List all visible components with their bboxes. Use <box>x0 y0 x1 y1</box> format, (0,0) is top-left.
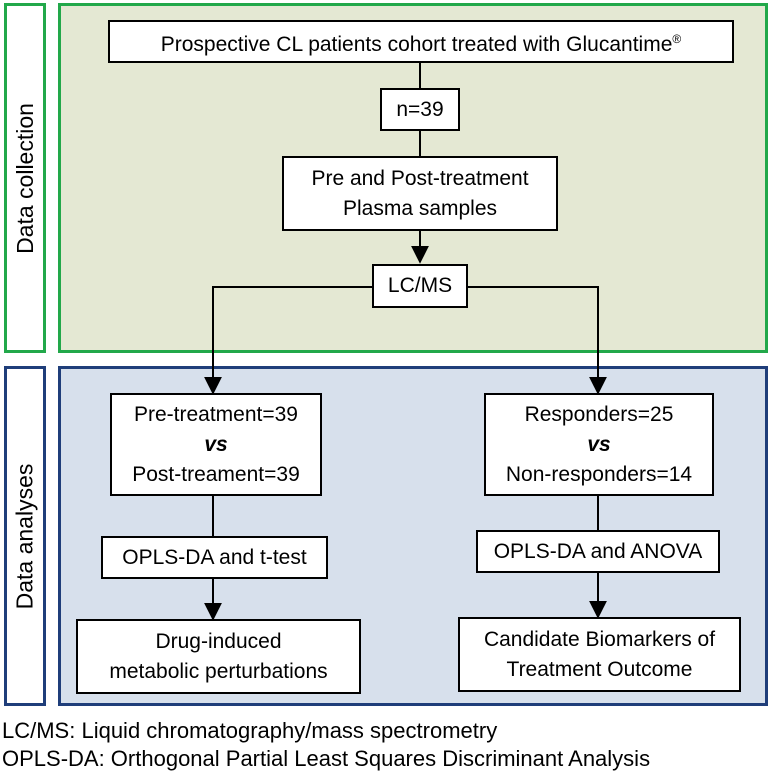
opls-anova-box: OPLS-DA and ANOVA <box>476 530 720 573</box>
plasma-samples-line-1: Pre and Post-treatment <box>311 166 529 190</box>
lcms-box: LC/MS <box>372 264 468 308</box>
pre-post-comparison-box: Pre-treatment=39 vs Post-treament=39 <box>110 393 322 496</box>
biomarkers-line-2: Treatment Outcome <box>506 657 693 681</box>
drug-induced-line-1: Drug-induced <box>155 629 282 653</box>
cohort-registered-mark: ® <box>672 31 682 46</box>
post-treatment-text: Post-treament=39 <box>132 462 300 486</box>
biomarkers-line-1: Candidate Biomarkers of <box>483 627 716 651</box>
legend-lcms: LC/MS: Liquid chromatography/mass spectr… <box>2 718 498 743</box>
sample-size-text: n=39 <box>396 97 444 121</box>
responders-text: Responders=25 <box>524 402 674 426</box>
responders-comparison-box: Responders=25 vs Non-responders=14 <box>484 393 714 496</box>
drug-induced-line-2: metabolic perturbations <box>109 659 328 683</box>
drug-induced-box: Drug-induced metabolic perturbations <box>76 619 361 694</box>
legend-opls-da: OPLS-DA: Orthogonal Partial Least Square… <box>2 746 651 771</box>
candidate-biomarkers-box: Candidate Biomarkers of Treatment Outcom… <box>458 617 741 692</box>
data-analyses-label-box: Data analyses <box>4 366 46 706</box>
plasma-samples-line-2: Plasma samples <box>342 196 498 220</box>
opls-ttest-text: OPLS-DA and t-test <box>122 545 307 569</box>
non-responders-text: Non-responders=14 <box>505 462 693 486</box>
plasma-samples-box: Pre and Post-treatment Plasma samples <box>282 156 558 231</box>
data-collection-label-box: Data collection <box>4 3 46 353</box>
lcms-text: LC/MS <box>387 274 453 297</box>
cohort-box: Prospective CL patients cohort treated w… <box>108 20 734 63</box>
opls-anova-text: OPLS-DA and ANOVA <box>493 539 703 563</box>
pre-treatment-text: Pre-treatment=39 <box>133 402 298 426</box>
vs-label: vs <box>587 432 611 456</box>
opls-ttest-box: OPLS-DA and t-test <box>101 536 328 579</box>
arrow-lcms-to-pre-post <box>204 286 372 395</box>
sample-size-box: n=39 <box>380 88 460 131</box>
cohort-text: Prospective CL patients cohort treated w… <box>160 32 673 56</box>
arrow-lcms-to-responders <box>468 286 607 395</box>
vs-label: vs <box>204 432 228 456</box>
